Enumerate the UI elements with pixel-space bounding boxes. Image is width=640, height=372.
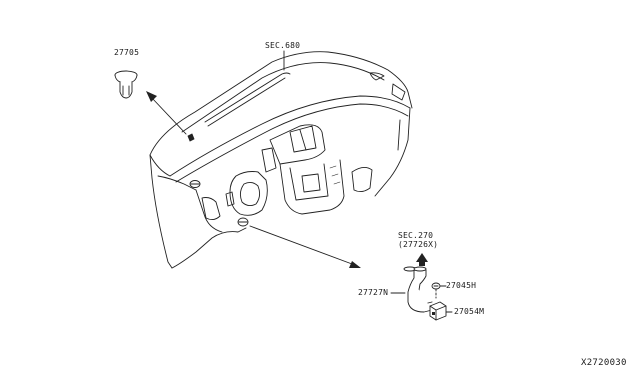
leader-lines (146, 50, 453, 313)
diagram-code: X2720030 (581, 358, 627, 368)
duct-section-ref-label: (27726X) (398, 240, 439, 249)
panel-section-label: SEC.680 (265, 41, 301, 50)
sensor-part-label: 27054M (454, 307, 485, 316)
clip-part-label: 27705 (114, 48, 140, 57)
screw-part-label: 27045H (446, 281, 477, 290)
duct-hose-label: 27727N (358, 288, 389, 297)
duct-section-label: SEC.270 (398, 231, 434, 240)
duct-hose-drawing (403, 253, 447, 321)
instrument-panel-drawing (149, 51, 413, 269)
clip-drawing (114, 70, 138, 99)
